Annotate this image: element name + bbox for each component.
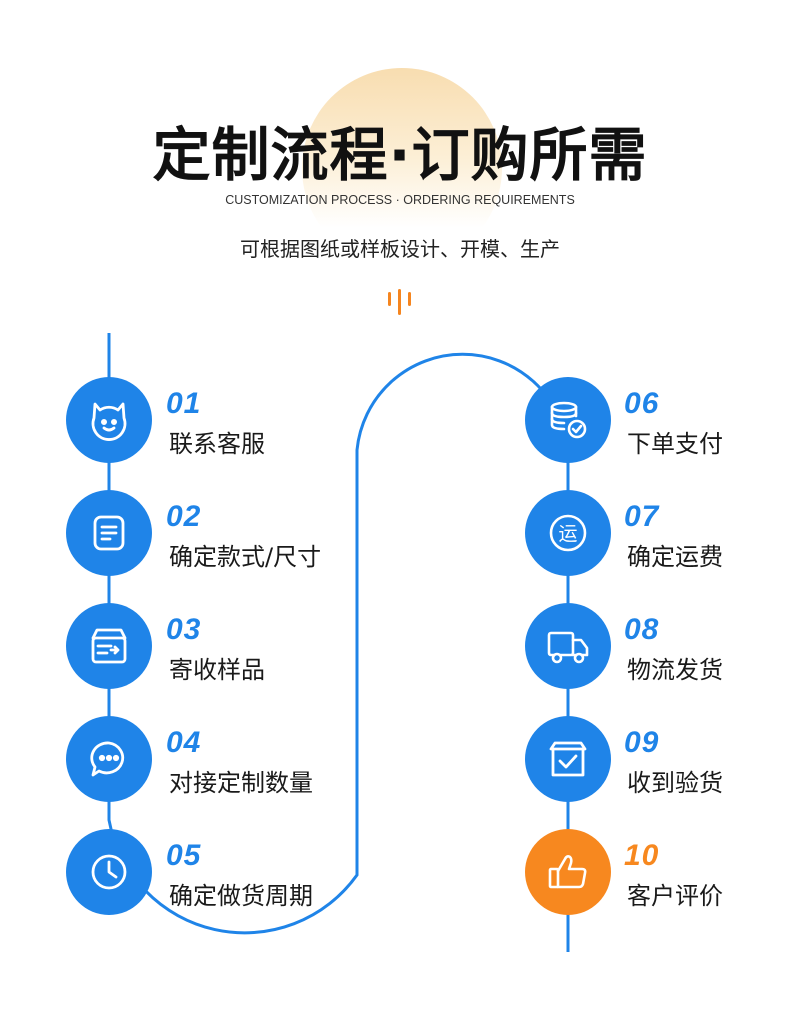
step-02-label: 确定款式/尺寸	[169, 543, 322, 571]
step-01-label: 联系客服	[169, 430, 265, 458]
step-10-number: 10	[624, 839, 660, 872]
step-04-icon-circle	[66, 716, 152, 802]
checkbox-icon	[549, 741, 587, 777]
truck-icon	[547, 631, 589, 664]
step-02-icon-circle	[66, 490, 152, 576]
speech-bubble-icon	[90, 741, 125, 777]
step-09-icon-circle	[525, 716, 611, 802]
step-10-label: 客户评价	[627, 882, 723, 910]
step-09-number: 09	[624, 726, 660, 759]
step-04-number: 04	[166, 726, 202, 759]
step-08-icon-circle	[525, 603, 611, 689]
divider-mark-center	[398, 289, 401, 315]
document-icon	[93, 515, 125, 551]
step-09-label: 收到验货	[627, 769, 723, 797]
step-07-icon-circle: 运	[525, 490, 611, 576]
step-03-number: 03	[166, 613, 202, 646]
step-08-label: 物流发货	[627, 656, 723, 684]
shipping-fee-icon: 运	[549, 514, 587, 552]
step-05-icon-circle	[66, 829, 152, 915]
sun-decoration	[302, 68, 502, 268]
step-08-number: 08	[624, 613, 660, 646]
step-03-icon-circle	[66, 603, 152, 689]
page-title: 定制流程·订购所需	[152, 121, 648, 189]
box-arrow-icon	[91, 628, 127, 664]
step-07-number: 07	[624, 500, 660, 533]
step-06-number: 06	[624, 387, 660, 420]
chat-face-icon	[91, 402, 127, 441]
step-06-icon-circle	[525, 377, 611, 463]
step-05-number: 05	[166, 839, 202, 872]
clock-icon	[91, 854, 127, 890]
coins-check-icon	[550, 401, 587, 439]
step-01-number: 01	[166, 387, 202, 420]
step-05-label: 确定做货周期	[169, 882, 313, 910]
page-description: 可根据图纸或样板设计、开模、生产	[240, 237, 560, 261]
shipping-fee-glyph: 运	[558, 523, 577, 545]
thumbs-up-icon	[548, 855, 587, 889]
step-10-icon-circle	[525, 829, 611, 915]
page-subtitle: CUSTOMIZATION PROCESS · ORDERING REQUIRE…	[225, 193, 575, 207]
divider-mark-left	[388, 292, 391, 306]
step-01-icon-circle	[66, 377, 152, 463]
step-03-label: 寄收样品	[169, 656, 265, 684]
step-07-label: 确定运费	[627, 543, 723, 571]
step-06-label: 下单支付	[627, 430, 723, 458]
divider-mark-right	[408, 292, 411, 306]
step-04-label: 对接定制数量	[169, 769, 313, 797]
step-02-number: 02	[166, 500, 202, 533]
